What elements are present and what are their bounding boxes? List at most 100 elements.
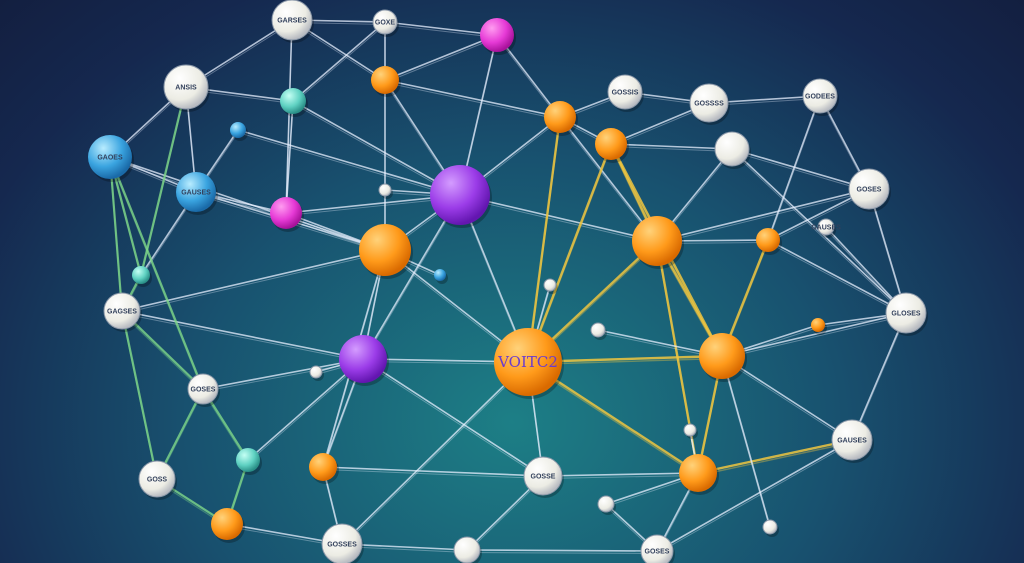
purple-node	[339, 335, 387, 383]
orange-node	[632, 216, 682, 266]
edge-line	[108, 156, 124, 312]
white-node	[378, 183, 392, 197]
magenta-node	[270, 197, 302, 229]
edge-line	[362, 194, 461, 360]
edge-line	[139, 86, 188, 276]
white-node	[523, 456, 563, 496]
orange-node	[211, 508, 243, 540]
edge-line	[121, 249, 386, 312]
white-node	[163, 64, 209, 110]
edge-line	[362, 361, 544, 479]
white-node	[689, 83, 729, 123]
edge-layer	[108, 19, 907, 554]
edge-line	[656, 191, 870, 244]
node-label: GAUSES	[837, 438, 867, 445]
orange-node	[679, 454, 717, 492]
node-label: GOXE	[375, 20, 396, 27]
white-node	[714, 131, 750, 167]
white-node	[831, 419, 873, 461]
orange-node	[494, 328, 562, 396]
edge-line	[466, 549, 658, 552]
edge-line	[121, 313, 204, 392]
white-node	[597, 495, 615, 513]
node-label: GOSSES	[327, 542, 357, 549]
white-node	[762, 519, 778, 535]
orange-node	[359, 224, 411, 276]
edge-line	[292, 21, 386, 102]
node-label: GOSS	[147, 477, 168, 484]
edge-line	[247, 358, 364, 461]
edge-line	[237, 129, 461, 196]
white-node	[885, 292, 927, 334]
white-node	[453, 536, 481, 563]
white-node	[848, 168, 890, 210]
white-node	[309, 365, 323, 379]
edge-line	[459, 197, 658, 244]
white-node	[607, 74, 643, 110]
white-node	[817, 218, 835, 236]
edge-line	[731, 148, 870, 190]
edge-line	[697, 441, 853, 477]
edge-line	[697, 438, 853, 475]
edge-line	[120, 310, 159, 480]
edge-line	[527, 119, 561, 365]
edge-line	[767, 98, 821, 243]
blue-node	[230, 122, 246, 138]
edge-line	[121, 310, 364, 360]
orange-node	[595, 128, 627, 160]
purple-node	[430, 165, 490, 225]
edge-line	[384, 24, 498, 38]
edge-line	[285, 22, 293, 216]
edge-line	[542, 472, 699, 477]
edge-line	[527, 146, 612, 365]
edge-line	[341, 364, 529, 547]
edge-line	[109, 159, 142, 278]
edge-line	[721, 358, 853, 443]
edge-line	[721, 312, 907, 357]
edge-line	[322, 466, 544, 477]
orange-node	[309, 453, 337, 481]
teal-node	[132, 266, 150, 284]
blue-node	[176, 172, 216, 212]
node-layer	[88, 0, 928, 563]
edge-line	[721, 355, 771, 528]
edge-line	[527, 363, 699, 477]
edge-line	[109, 159, 123, 314]
node-label: GOSSSS	[694, 101, 724, 108]
edge-line	[656, 439, 853, 552]
edge-line	[292, 100, 461, 196]
node-label: GODEES	[805, 94, 835, 101]
edge-line	[721, 355, 853, 441]
white-node	[683, 423, 697, 437]
edge-line	[526, 116, 562, 363]
edge-line	[121, 313, 364, 362]
edge-line	[108, 156, 205, 390]
edge-line	[362, 358, 544, 477]
node-label: GARSES	[277, 18, 307, 25]
edge-line	[868, 188, 907, 314]
orange-node	[756, 228, 780, 252]
teal-node	[280, 88, 306, 114]
edge-line	[721, 315, 907, 359]
edge-line	[767, 242, 907, 316]
node-label: GAOES	[97, 155, 123, 162]
center-node-label: VOITC2	[497, 353, 558, 371]
edge-line	[341, 361, 529, 545]
edge-line	[109, 159, 204, 392]
node-label: GLOSES	[891, 311, 921, 318]
node-label: GAUSES	[811, 225, 841, 232]
node-label: GAGSES	[107, 309, 137, 316]
edge-line	[731, 151, 870, 192]
edge-line	[559, 116, 658, 242]
white-node	[802, 78, 838, 114]
edge-line	[496, 34, 561, 118]
node-label: GOSSE	[531, 474, 556, 481]
edge-line	[140, 89, 187, 278]
edge-line	[121, 313, 158, 482]
edge-line	[542, 475, 699, 479]
edge-line	[459, 194, 658, 242]
node-label: GOSES	[645, 549, 670, 556]
